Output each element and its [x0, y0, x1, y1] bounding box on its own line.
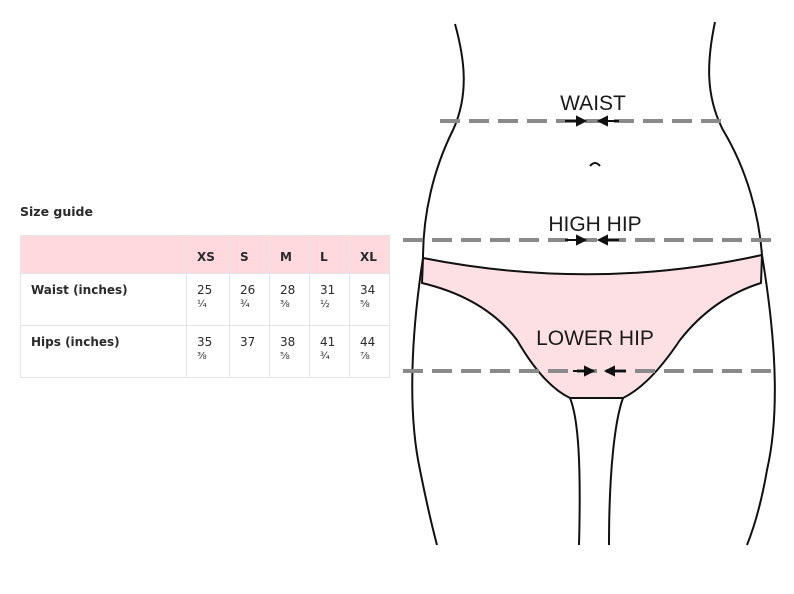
cell-whole: 35: [197, 335, 213, 349]
cell-whole: 37: [240, 335, 256, 349]
high-hip-arrows: [565, 234, 619, 246]
right-inner-leg: [608, 397, 624, 546]
lower-hip-arrows: [573, 365, 626, 377]
size-header-row: XS S M L XL: [20, 235, 390, 274]
cell-fraction: ⅜: [197, 351, 207, 362]
size-guide-title: Size guide: [20, 204, 93, 219]
underwear-shape: [421, 254, 763, 399]
header-xl: XL: [349, 235, 390, 274]
body-measurement-diagram: WAIST HIGH HIP LOWER HIP: [403, 21, 777, 546]
waist-xl-cell: 34 ⅝: [349, 273, 390, 326]
cell-whole: 38: [280, 335, 296, 349]
cell-whole: 41: [320, 335, 336, 349]
cell-whole: 25: [197, 283, 213, 297]
hips-l-cell: 41 ¾: [309, 325, 350, 378]
cell-whole: 28: [280, 283, 296, 297]
cell-fraction: ⅝: [360, 299, 370, 310]
lower-hip-label: LOWER HIP: [536, 327, 654, 350]
header-m: M: [269, 235, 310, 274]
header-empty-cell: [20, 235, 187, 274]
row-label-waist: Waist (inches): [20, 273, 187, 326]
cell-fraction: ¼: [197, 299, 207, 310]
waist-l-cell: 31 ½: [309, 273, 350, 326]
high-hip-label: HIGH HIP: [548, 213, 641, 236]
hips-s-cell: 37: [229, 325, 270, 378]
hips-m-cell: 38 ⅝: [269, 325, 310, 378]
cell-fraction: ⅞: [360, 351, 370, 362]
hips-xs-cell: 35 ⅜: [186, 325, 230, 378]
header-l: L: [309, 235, 350, 274]
header-s: S: [229, 235, 270, 274]
body-left-outline: [411, 23, 465, 546]
table-row-hips: Hips (inches) 35 ⅜ 37 38 ⅝ 41 ¾ 44 ⅞: [20, 325, 390, 378]
size-table: XS S M L XL Waist (inches) 25 ¼ 26 ¾ 28 ⅜ 3…: [20, 235, 390, 378]
cell-whole: 44: [360, 335, 376, 349]
left-inner-leg: [569, 397, 581, 546]
waist-m-cell: 28 ⅜: [269, 273, 310, 326]
waist-arrows: [565, 115, 619, 127]
cell-fraction: ½: [320, 299, 330, 310]
cell-fraction: ¾: [320, 351, 330, 362]
cell-fraction: ⅜: [280, 299, 290, 310]
table-row-waist: Waist (inches) 25 ¼ 26 ¾ 28 ⅜ 31 ½ 34 ⅝: [20, 273, 390, 326]
header-xs: XS: [186, 235, 230, 274]
cell-fraction: ¾: [240, 299, 250, 310]
cell-whole: 26: [240, 283, 256, 297]
row-label-hips: Hips (inches): [20, 325, 187, 378]
cell-fraction: ⅝: [280, 351, 290, 362]
navel-mark: [589, 162, 601, 167]
waist-s-cell: 26 ¾: [229, 273, 270, 326]
hips-xl-cell: 44 ⅞: [349, 325, 390, 378]
cell-whole: 34: [360, 283, 376, 297]
cell-whole: 31: [320, 283, 336, 297]
waist-label: WAIST: [560, 92, 626, 115]
waist-xs-cell: 25 ¼: [186, 273, 230, 326]
body-right-outline: [708, 21, 776, 546]
